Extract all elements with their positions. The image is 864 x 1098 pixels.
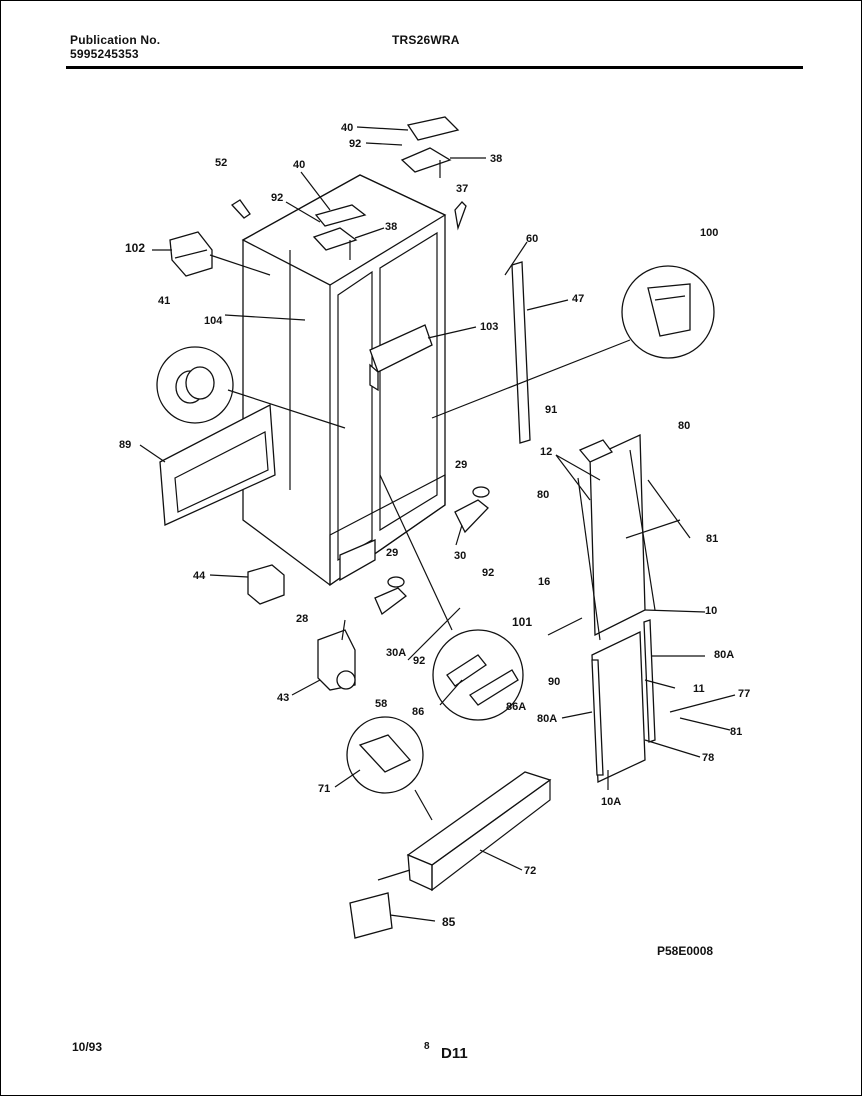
callout-92-b: 92	[482, 567, 494, 579]
callout-103: 103	[480, 321, 498, 333]
callout-71: 71	[318, 783, 330, 795]
callout-77: 77	[738, 688, 750, 700]
callout-44: 44	[193, 570, 206, 582]
leader-lines	[139, 126, 736, 922]
callout-101: 101	[512, 615, 532, 629]
callout-40: 40	[293, 159, 305, 171]
header-rule	[66, 66, 803, 69]
part-29-30	[454, 486, 490, 534]
top-hinge-upper	[400, 116, 460, 178]
callout-85: 85	[442, 915, 456, 929]
footer-date: 10/93	[72, 1040, 103, 1054]
callout-80a-left: 80A	[537, 713, 557, 725]
callout-80a-right: 80A	[714, 649, 734, 661]
part-101	[547, 617, 583, 636]
callout-52: 52	[215, 157, 227, 169]
footer-section: D11	[441, 1045, 468, 1062]
callout-58: 58	[375, 698, 387, 710]
callout-89: 89	[119, 439, 131, 451]
callout-47: 47	[572, 293, 584, 305]
callout-30a: 30A	[386, 647, 406, 659]
callout-81-b: 81	[730, 726, 742, 738]
part-29-b	[374, 576, 407, 616]
callout-10a: 10A	[601, 796, 621, 808]
callout-43: 43	[277, 692, 289, 704]
model-number: TRS26WRA	[392, 33, 460, 47]
publication-label: Publication No.	[70, 33, 161, 47]
callout-41: 41	[158, 295, 170, 307]
callout-37: 37	[456, 183, 468, 195]
part-102	[169, 231, 213, 277]
part-86-detail	[432, 629, 524, 721]
callout-90: 90	[548, 676, 560, 688]
part-44	[247, 564, 285, 605]
callout-12: 12	[540, 446, 552, 458]
callout-labels: 40 92 38 52 40 37 92 38 102 60 100 47 41…	[119, 122, 750, 929]
callout-78: 78	[702, 752, 714, 764]
part-72-kickplate	[406, 771, 552, 892]
part-41-detail	[156, 346, 234, 424]
part-43	[317, 629, 356, 691]
callout-102: 102	[125, 241, 145, 255]
rail-47	[511, 261, 531, 444]
callout-30: 30	[454, 550, 466, 562]
hinge-screw-52	[230, 199, 251, 219]
callout-100: 100	[700, 227, 718, 239]
callout-28: 28	[296, 613, 308, 625]
callout-60: 60	[526, 233, 538, 245]
top-hinge-lower	[312, 204, 367, 260]
figure-code: P58E0008	[657, 944, 713, 958]
part-10-door-panel	[577, 433, 656, 641]
callout-10: 10	[705, 605, 717, 617]
part-103	[369, 324, 433, 392]
callout-40-top: 40	[341, 122, 353, 134]
callout-11: 11	[693, 683, 705, 695]
footer-page-number: 8	[424, 1041, 430, 1052]
part-100-detail	[621, 265, 715, 359]
callout-80-left: 80	[537, 489, 549, 501]
callout-91: 91	[545, 404, 557, 416]
callout-104: 104	[204, 315, 223, 327]
callout-86: 86	[412, 706, 424, 718]
callout-92-top: 92	[349, 138, 361, 150]
callout-92-a: 92	[271, 192, 283, 204]
callout-86a: 86A	[506, 701, 526, 713]
callout-29-b: 29	[386, 547, 398, 559]
callout-29: 29	[455, 459, 467, 471]
publication-number: 5995245353	[70, 47, 139, 61]
callout-92-c: 92	[413, 655, 425, 667]
callout-72: 72	[524, 865, 536, 877]
part-71-detail	[346, 716, 424, 794]
callout-16: 16	[538, 576, 550, 588]
callout-80-right: 80	[678, 420, 690, 432]
part-85	[349, 892, 393, 939]
refrigerator-cabinet	[241, 174, 447, 587]
part-89-panel	[159, 403, 276, 526]
part-80a-left-strip	[591, 659, 604, 776]
callout-38: 38	[385, 221, 397, 233]
callout-38-top: 38	[490, 153, 502, 165]
callout-81-a: 81	[706, 533, 718, 545]
stop-bracket-37	[454, 201, 467, 231]
